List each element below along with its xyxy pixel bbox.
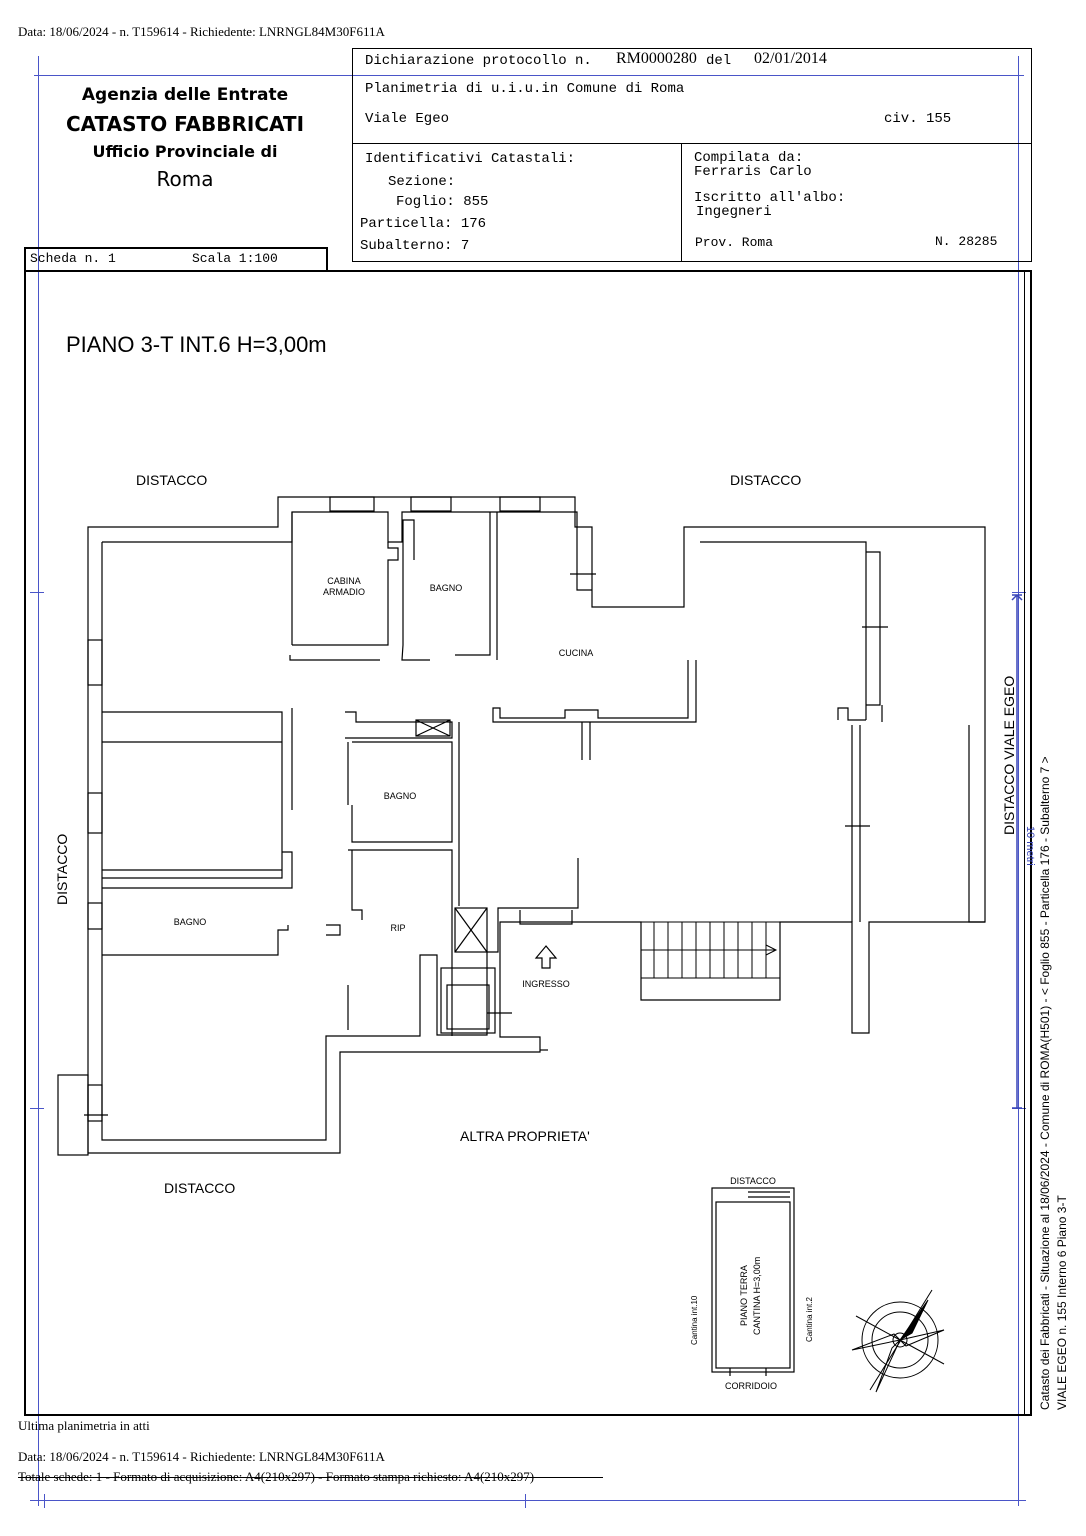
cellar-inner	[715, 1201, 791, 1369]
entrance-door	[519, 910, 573, 925]
room-bagno-left: BAGNO	[174, 917, 207, 927]
window-left-2	[87, 792, 103, 834]
wall-right-column	[837, 551, 985, 923]
label-distacco-left: DISTACCO	[54, 834, 70, 905]
label-distacco-bottom: DISTACCO	[164, 1180, 235, 1196]
cellar-left-label: Cantina int.10	[690, 1295, 699, 1345]
guide-tick-r1	[1012, 592, 1026, 593]
cellar-title-1: PIANO TERRA	[739, 1265, 749, 1326]
drawing-frame-inner-right	[1024, 270, 1025, 1416]
elevator	[440, 967, 496, 1034]
top-request-line: Data: 18/06/2024 - n. T159614 - Richiede…	[18, 24, 385, 39]
room-ingresso: INGRESSO	[522, 979, 570, 989]
guide-frame-right	[1018, 56, 1019, 1506]
scheda-label: Scheda n. 1	[30, 251, 116, 266]
declaration-number: RM0000280	[616, 50, 697, 67]
shaft-top	[415, 719, 451, 737]
room-bagno-mid: BAGNO	[384, 791, 417, 801]
compiler-register-number: N. 28285	[935, 234, 998, 249]
agency-name: Agenzia delle Entrate	[81, 85, 289, 105]
room-cabina-line2: ARMADIO	[323, 587, 365, 597]
stairs	[641, 921, 780, 979]
guide-tick-l1	[30, 592, 44, 593]
compiler-heading: Compilata da:	[694, 150, 804, 166]
scheda-scale: Scala 1:100	[192, 251, 278, 266]
room-cabina-line1: CABINA	[327, 576, 361, 586]
identifiers-heading: Identificativi Catastali:	[365, 151, 576, 167]
label-scale-10m: 10 metri	[1024, 826, 1036, 866]
footer-last-plan: Ultima planimetria in atti	[18, 1418, 150, 1433]
room-cucina: CUCINA	[559, 648, 594, 658]
guide-tick-b1	[525, 1494, 526, 1508]
identifier-subalterno: Subalterno: 7	[360, 238, 470, 254]
window-left-3	[87, 902, 103, 930]
plan-inner-wall	[101, 542, 579, 1141]
cellar-title-2: CANTINA H=3,00m	[752, 1257, 762, 1335]
label-altra-proprieta: ALTRA PROPRIETA'	[460, 1128, 590, 1144]
cellar-corridoio: CORRIDOIO	[725, 1381, 777, 1391]
planimetria-line: Planimetria di u.i.u.in Comune di Roma	[365, 81, 685, 97]
street-name: Viale Egeo	[365, 111, 450, 127]
footer-strike	[18, 1477, 603, 1478]
compiler-province: Prov. Roma	[695, 235, 774, 250]
elevator-inner	[446, 984, 490, 1030]
civic-number: civ. 155	[884, 111, 952, 127]
side-caption-line1: Catasto dei Fabbricati - Situazione al 1…	[1038, 756, 1052, 1410]
wall-cucina	[492, 541, 867, 760]
wall-rip	[347, 849, 453, 1036]
drawing-frame	[24, 270, 1032, 1416]
wall-bagno-mid	[345, 711, 460, 906]
window-top-3	[499, 496, 541, 512]
room-rip: RIP	[390, 923, 405, 933]
guide-frame-left	[38, 56, 39, 1506]
label-distacco-top-right: DISTACCO	[730, 472, 801, 488]
guide-tick-l2	[30, 1108, 44, 1109]
footer-totale: Totale schede: 1 - Formato di acquisizio…	[18, 1469, 535, 1484]
wall-bagno-top	[402, 512, 498, 660]
guide-tick-b2	[44, 1494, 45, 1508]
footer-request-line: Data: 18/06/2024 - n. T159614 - Richiede…	[18, 1449, 385, 1464]
window-left-1	[87, 639, 103, 686]
guide-frame-top	[34, 75, 1024, 76]
albo-value: Ingegneri	[696, 204, 772, 220]
declaration-del: del	[706, 53, 732, 69]
guide-frame-bottom	[30, 1500, 1026, 1501]
agency-catasto: CATASTO FABBRICATI	[65, 112, 305, 136]
window-top-1	[329, 496, 375, 512]
side-caption-line2: VIALE EGEO n. 155 Interno 6 Piano 3-T	[1055, 1195, 1069, 1410]
wall-corridor	[102, 708, 293, 889]
agency-city: Roma	[156, 167, 214, 191]
declaration-date: 02/01/2014	[754, 50, 827, 67]
room-bagno-top: BAGNO	[430, 583, 463, 593]
entrance-arrow-icon	[534, 945, 558, 969]
window-top-2	[410, 496, 452, 512]
identifier-sezione: Sezione:	[388, 174, 456, 190]
identifier-particella: Particella: 176	[360, 216, 487, 232]
compass-icon	[851, 1289, 945, 1393]
declaration-prefix: Dichiarazione protocollo n.	[365, 53, 592, 69]
compiler-name: Ferraris Carlo	[694, 164, 812, 180]
shaft-bottom	[454, 907, 488, 953]
identifier-foglio: Foglio: 855	[396, 194, 489, 210]
plan-outer-wall	[87, 496, 986, 1154]
cellar-outline	[711, 1187, 795, 1373]
scale-bar	[1011, 594, 1023, 1109]
compiler-box	[681, 143, 1032, 262]
wall-cabina	[289, 512, 430, 661]
scheda-box	[24, 247, 328, 271]
cellar-right-label: Cantina int.2	[805, 1297, 814, 1342]
cellar-distacco: DISTACCO	[730, 1176, 776, 1186]
wall-bagno-left	[102, 924, 341, 956]
label-distacco-viale-egeo: DISTACCO VIALE EGEO	[1001, 676, 1017, 835]
floor-title: PIANO 3-T INT.6 H=3,00m	[66, 332, 327, 357]
agency-office: Ufficio Provinciale di	[92, 142, 278, 161]
balcony-left	[57, 1074, 89, 1156]
albo-heading: Iscritto all'albo:	[694, 190, 846, 206]
label-distacco-top-left: DISTACCO	[136, 472, 207, 488]
